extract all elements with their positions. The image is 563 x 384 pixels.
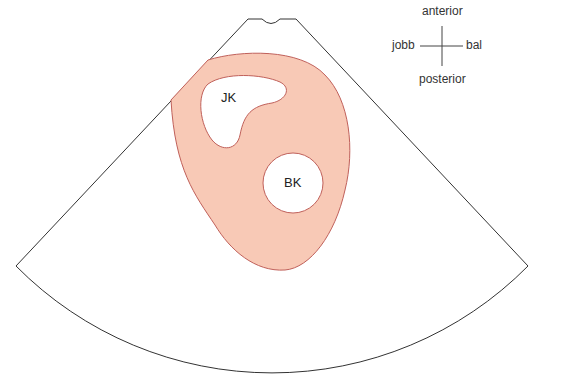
myocardium <box>171 53 350 270</box>
orientation-label: posterior <box>419 73 466 86</box>
right-ventricle-cavity: JK <box>196 72 292 156</box>
cavity-label: BK <box>284 176 301 190</box>
orientation-label: anterior <box>422 5 463 18</box>
orientation-label: jobb <box>392 39 415 52</box>
cavity-label: JK <box>221 91 236 105</box>
orientation-cross <box>420 26 463 66</box>
cavity-outline <box>196 72 292 156</box>
ultrasound-sector <box>16 19 528 373</box>
orientation-label: bal <box>466 39 482 52</box>
left-ventricle-cavity: BK <box>262 152 324 214</box>
